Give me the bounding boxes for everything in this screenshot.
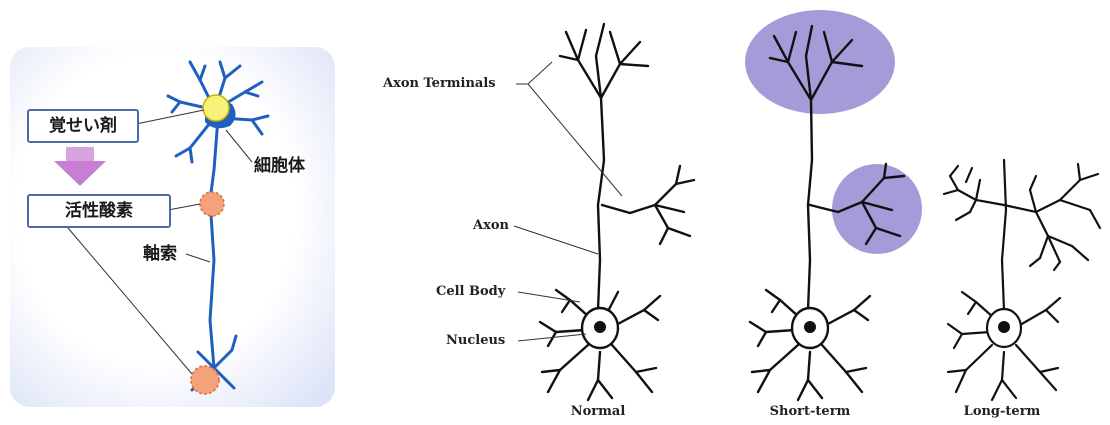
down-arrow-icon (54, 147, 106, 186)
long-term-cell-body (987, 309, 1021, 347)
cell-body-label: Cell Body (436, 284, 505, 299)
short-term-cell-body (792, 308, 828, 348)
caption-short-term: Short-term (740, 404, 880, 419)
axon-label: Axon (473, 218, 509, 233)
axon-label-jp: 軸索 (143, 244, 177, 264)
normal-cell-body (582, 308, 618, 348)
caption-normal: Normal (528, 404, 668, 419)
drug-label: 覚せい剤 (27, 109, 139, 143)
ros-spot-axon (200, 192, 224, 216)
nucleus-label: Nucleus (446, 333, 505, 348)
drug-spot (203, 95, 229, 121)
cell-body-label-jp: 細胞体 (254, 156, 305, 176)
terminal-highlight-top (745, 10, 895, 114)
long-term-neuron (944, 160, 1100, 400)
ros-spot-terminal (191, 366, 219, 394)
normal-neuron (540, 24, 694, 400)
axon-terminals-label: Axon Terminals (383, 76, 496, 91)
caption-long-term: Long-term (932, 404, 1072, 419)
reactive-oxygen-label: 活性酸素 (27, 194, 171, 228)
